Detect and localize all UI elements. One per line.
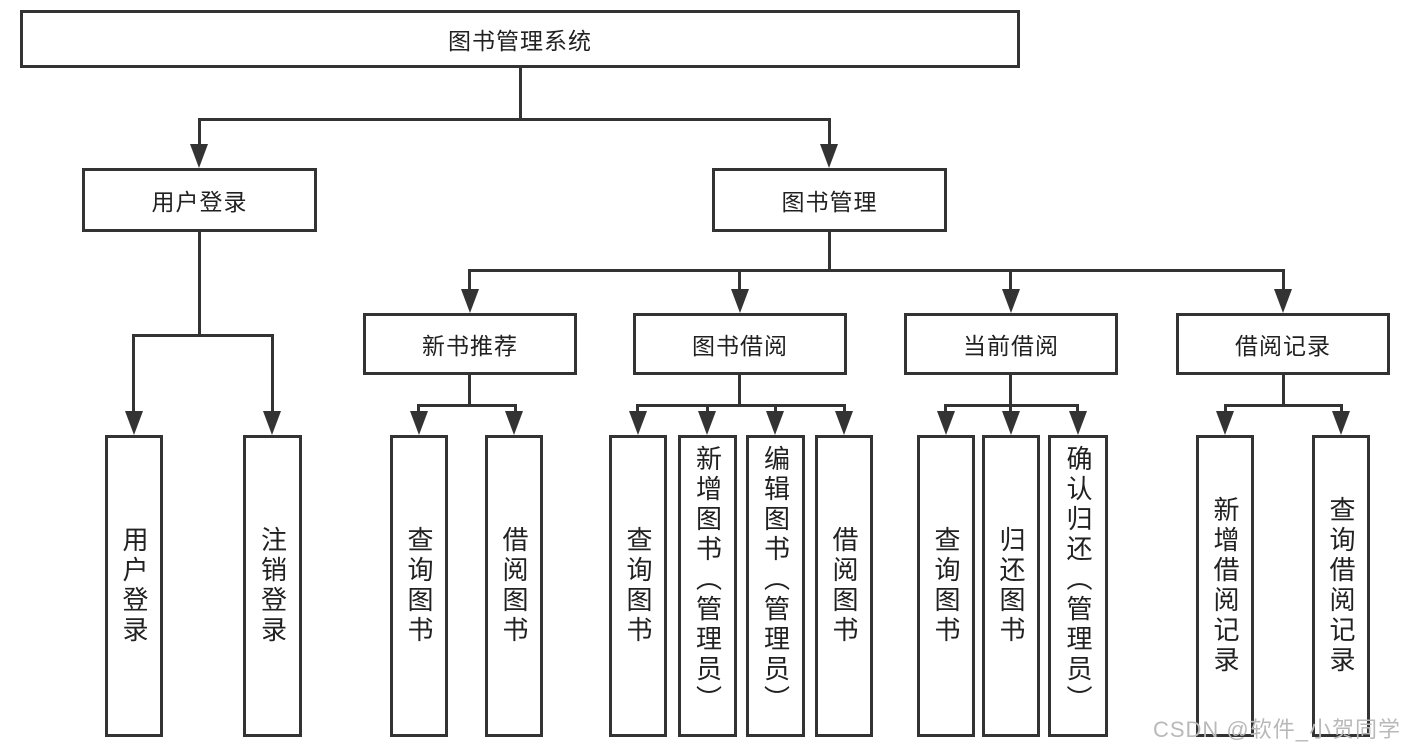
arrow-down-icon: [731, 289, 749, 313]
node-user-login: 用户登录: [82, 168, 317, 232]
node-query-books-2-label: 查询图书: [623, 526, 653, 646]
node-confirm-return-admin: 确认归还（管理员）: [1048, 435, 1108, 737]
node-user-login-leaf: 用户登录: [105, 435, 163, 737]
node-root: 图书管理系统: [20, 10, 1020, 68]
node-query-books-2: 查询图书: [609, 435, 667, 737]
connector-newbook-stem: [468, 375, 471, 407]
connector-drop-book-management: [828, 118, 831, 148]
node-root-label: 图书管理系统: [448, 28, 592, 54]
arrow-down-icon: [505, 411, 523, 435]
node-borrow-books-1: 借阅图书: [485, 435, 543, 737]
node-add-book-admin-label: 新增图书（管理员）: [692, 445, 723, 715]
node-add-borrow-record-label: 新增借阅记录: [1210, 496, 1240, 676]
arrow-down-icon: [1069, 411, 1087, 435]
arrow-down-icon: [937, 411, 955, 435]
connector-newbook-rail: [417, 404, 517, 407]
connector-drop-newbook: [468, 269, 471, 293]
node-book-borrowing: 图书借阅: [633, 313, 847, 375]
node-query-books-3: 查询图书: [917, 435, 975, 737]
connector-root-stem: [519, 68, 522, 121]
node-borrow-books-1-label: 借阅图书: [499, 526, 529, 646]
arrow-down-icon: [629, 411, 647, 435]
connector-records-stem: [1282, 375, 1285, 407]
node-user-login-leaf-label: 用户登录: [119, 526, 149, 646]
node-book-management: 图书管理: [712, 168, 947, 232]
node-edit-book-admin: 编辑图书（管理员）: [746, 435, 805, 737]
connector-drop: [944, 404, 947, 416]
node-add-book-admin: 新增图书（管理员）: [678, 435, 737, 737]
connector-currentborrow-stem: [1009, 375, 1012, 407]
connector-drop: [417, 404, 420, 416]
node-query-books-1-label: 查询图书: [404, 526, 434, 646]
arrow-down-icon: [125, 411, 143, 435]
connector-bookborrow-rail: [636, 404, 846, 407]
node-return-book-label: 归还图书: [996, 526, 1026, 646]
connector-userlogin-stem: [198, 232, 201, 337]
arrow-down-icon: [766, 411, 784, 435]
connector-root-rail: [198, 118, 831, 121]
arrow-down-icon: [410, 411, 428, 435]
arrow-down-icon: [1216, 411, 1234, 435]
connector-drop-currentborrow: [1009, 269, 1012, 293]
node-borrow-books-2: 借阅图书: [815, 435, 873, 737]
connector-drop-user-login: [198, 118, 201, 148]
connector-bookborrow-stem: [738, 375, 741, 407]
node-query-borrow-record-label: 查询借阅记录: [1326, 496, 1356, 676]
connector-drop: [706, 404, 709, 416]
node-add-borrow-record: 新增借阅记录: [1196, 435, 1254, 737]
node-query-books-3-label: 查询图书: [931, 526, 961, 646]
node-new-book-recommendation: 新书推荐: [363, 313, 577, 375]
node-current-borrowing-label: 当前借阅: [963, 333, 1059, 359]
node-book-borrowing-label: 图书借阅: [692, 333, 788, 359]
csdn-watermark: CSDN @软件_小贺同学: [1152, 717, 1401, 742]
connector-bookmgmt-rail: [468, 269, 1285, 272]
node-borrowing-records: 借阅记录: [1176, 313, 1390, 375]
connector-userlogin-rail: [132, 334, 274, 337]
connector-drop-records: [1282, 269, 1285, 293]
node-borrow-books-2-label: 借阅图书: [829, 526, 859, 646]
node-query-books-1: 查询图书: [390, 435, 448, 737]
node-return-book: 归还图书: [982, 435, 1040, 737]
connector-drop-login-leaf: [132, 334, 135, 414]
connector-drop: [843, 404, 846, 416]
arrow-down-icon: [1002, 289, 1020, 313]
node-query-borrow-record: 查询借阅记录: [1312, 435, 1370, 737]
node-borrowing-records-label: 借阅记录: [1235, 333, 1331, 359]
node-user-login-label: 用户登录: [151, 189, 248, 215]
connector-records-rail: [1224, 404, 1342, 407]
connector-drop: [1340, 404, 1343, 416]
connector-drop: [774, 404, 777, 416]
arrow-down-icon: [1274, 289, 1292, 313]
arrow-down-icon: [1002, 411, 1020, 435]
arrow-down-icon: [698, 411, 716, 435]
connector-drop-bookborrow: [738, 269, 741, 293]
connector-drop: [1076, 404, 1079, 416]
node-new-book-recommendation-label: 新书推荐: [422, 333, 518, 359]
connector-drop: [514, 404, 517, 416]
node-confirm-return-admin-label: 确认归还（管理员）: [1063, 445, 1093, 715]
connector-drop: [636, 404, 639, 416]
node-edit-book-admin-label: 编辑图书（管理员）: [760, 445, 791, 715]
arrow-down-icon: [190, 144, 208, 168]
node-logout: 注销登录: [243, 435, 302, 737]
node-book-management-label: 图书管理: [781, 189, 878, 215]
arrow-down-icon: [263, 411, 281, 435]
node-logout-label: 注销登录: [257, 526, 288, 646]
connector-bookmgmt-stem: [828, 232, 831, 272]
node-current-borrowing: 当前借阅: [904, 313, 1118, 375]
arrow-down-icon: [820, 144, 838, 168]
arrow-down-icon: [461, 289, 479, 313]
connector-drop: [1224, 404, 1227, 416]
connector-drop-logout: [271, 334, 274, 414]
arrow-down-icon: [835, 411, 853, 435]
connector-drop: [1009, 404, 1012, 416]
arrow-down-icon: [1332, 411, 1350, 435]
